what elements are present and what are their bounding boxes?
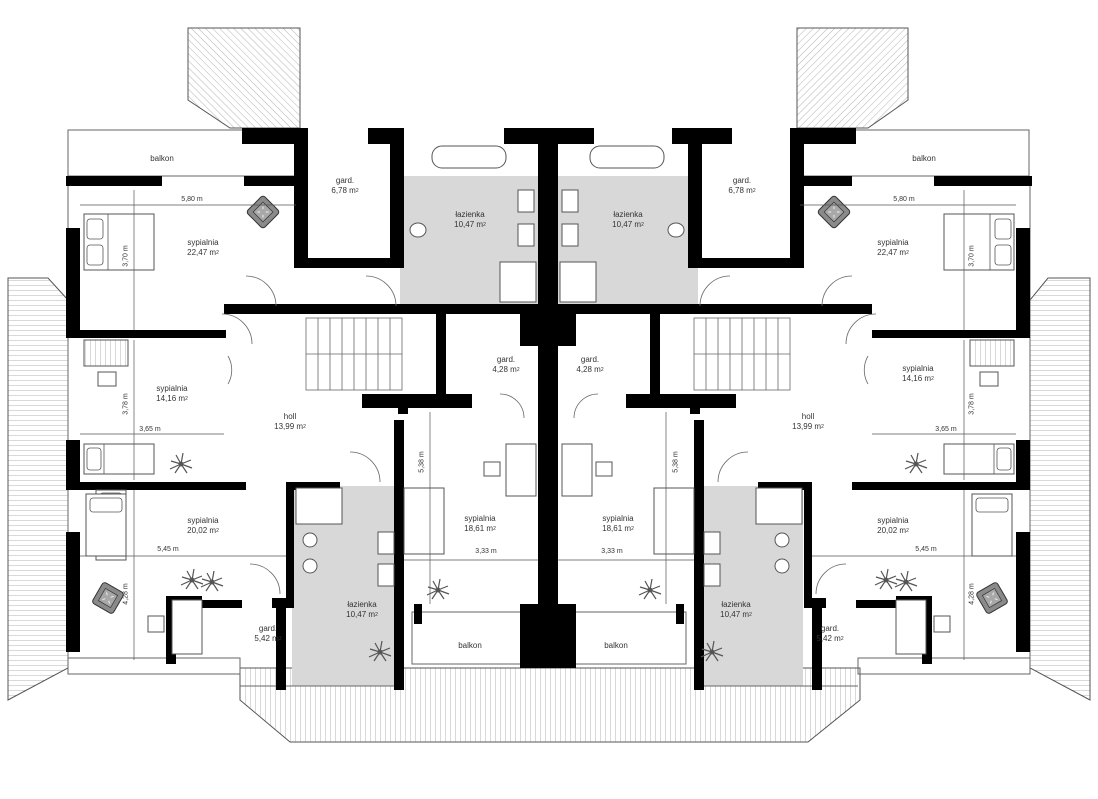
room-label-wardrobe-3-left: gard.5,42 m2 [254, 624, 282, 643]
dimension-label: 3,33 m [601, 548, 623, 555]
dimension-label: 3,70 m [122, 245, 130, 267]
doors [221, 275, 877, 595]
dimension-label: 3,65 m [139, 426, 161, 433]
dimension-label: 4,28 m [968, 583, 976, 605]
dimension-label: 3,65 m [935, 426, 957, 433]
balcony-label-bottom-right: balkon [604, 641, 628, 650]
room-label-wardrobe-2-left: gard.4,28 m2 [492, 355, 520, 374]
room-label-wardrobe-1-left: gard.6,78 m2 [331, 176, 359, 195]
balcony-label-bottom-left: balkon [458, 641, 482, 650]
dimension-label: 4,28 m [122, 583, 130, 605]
dimension-label: 3,78 m [122, 393, 130, 415]
balcony-label-top-right: balkon [912, 154, 936, 163]
dimension-label: 5,38 m [418, 451, 426, 473]
dimension-label: 3,70 m [968, 245, 976, 267]
dimension-label: 3,33 m [475, 548, 497, 555]
walls [66, 128, 1032, 690]
dimension-label: 5,38 m [672, 451, 680, 473]
room-label-wardrobe-3-right: gard.5,42 m2 [816, 624, 844, 643]
balcony-label-top-left: balkon [150, 154, 174, 163]
furniture [83, 145, 1015, 655]
dimension-label: 5,80 m [181, 196, 203, 203]
stairs [305, 317, 791, 391]
dimension-label: 5,80 m [893, 196, 915, 203]
dimension-label: 3,78 m [968, 393, 976, 415]
dimension-label: 5,45 m [915, 546, 937, 553]
room-label-wardrobe-1-right: gard.6,78 m2 [728, 176, 756, 195]
dimension-lines [80, 190, 1016, 660]
dimension-label: 5,45 m [157, 546, 179, 553]
room-label-wardrobe-2-right: gard.4,28 m2 [576, 355, 604, 374]
